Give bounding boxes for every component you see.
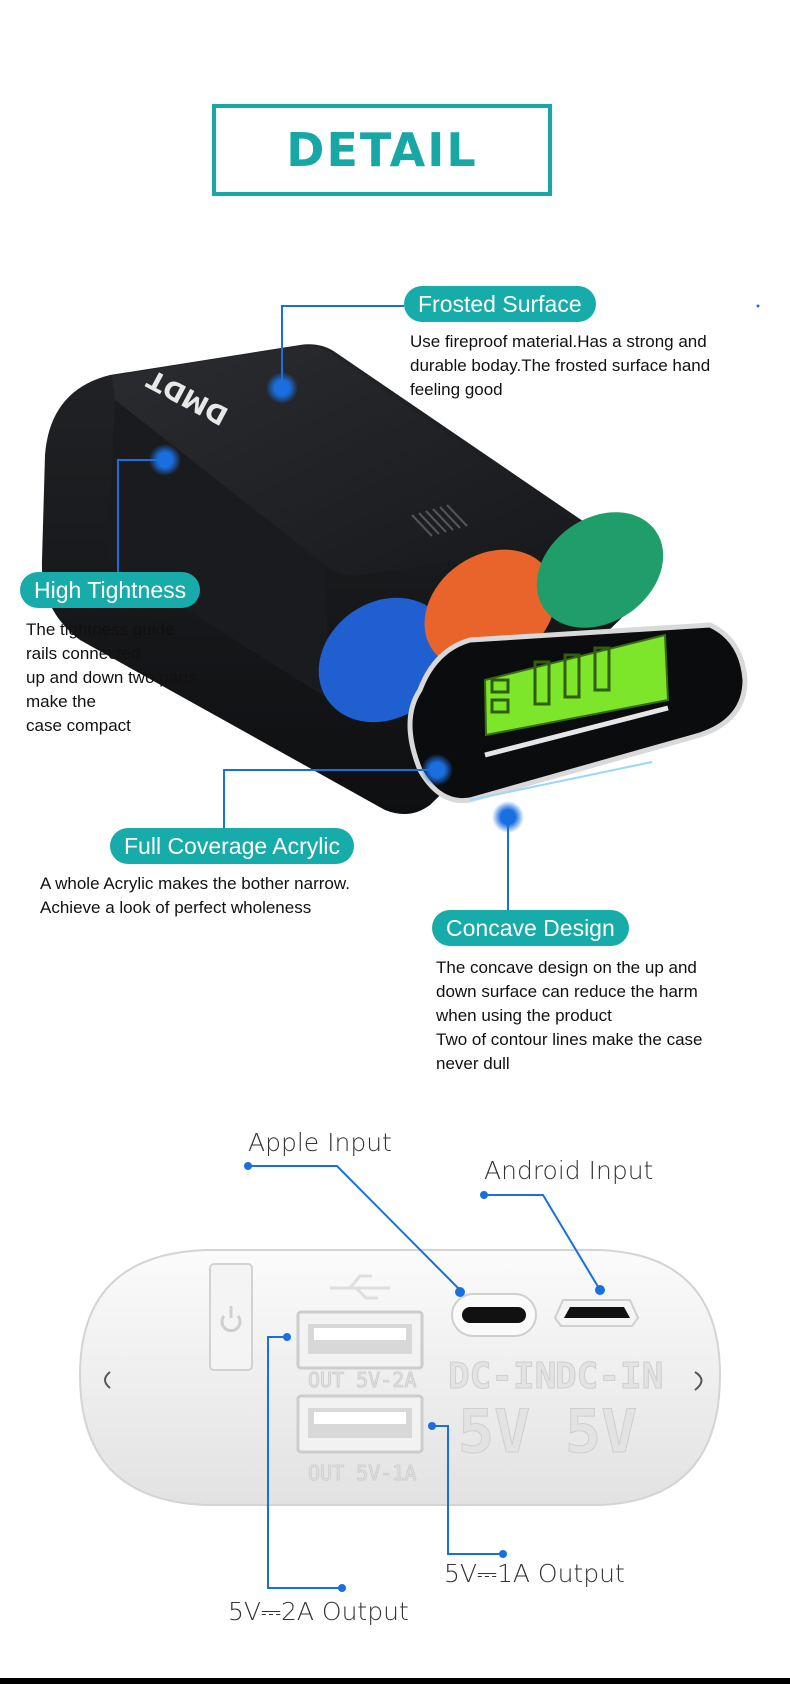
embossed-out-1a: OUT 5V-1A xyxy=(308,1461,416,1485)
battery-cell-green xyxy=(536,512,664,628)
frosted-surface-badge: Frosted Surface xyxy=(404,286,596,322)
description-line: Use fireproof material.Has a strong and xyxy=(410,332,707,351)
usb-symbol-icon xyxy=(330,1274,390,1300)
full-coverage-acrylic-badge: Full Coverage Acrylic xyxy=(110,828,355,864)
description-line: durable boday.The frosted surface hand xyxy=(410,356,711,375)
full-coverage-acrylic-description: A whole Acrylic makes the bother narrow.… xyxy=(40,872,350,920)
description-line: when using the product xyxy=(436,1006,612,1025)
embossed-5v-right: 5V xyxy=(565,1397,637,1467)
description-line: The concave design on the up and xyxy=(436,958,697,977)
detail-title-box: DETAIL xyxy=(212,104,552,196)
embossed-out-2a: OUT 5V-2A xyxy=(308,1368,416,1392)
high-tightness-description: The tightness guide rails connected up a… xyxy=(26,618,197,738)
description-line: The tightness guide xyxy=(26,620,175,639)
apple-input-label: Apple Input xyxy=(248,1128,392,1157)
embossed-dcin-left: DC-IN xyxy=(448,1356,556,1397)
description-line: Two of contour lines make the case xyxy=(436,1030,703,1049)
battery-case: DMDT xyxy=(41,344,748,814)
description-line: A whole Acrylic makes the bother narrow. xyxy=(40,874,350,893)
android-input-label: Android Input xyxy=(484,1156,654,1185)
high-tightness-badge: High Tightness xyxy=(20,572,201,608)
frosted-surface-description: Use fireproof material.Has a strong and … xyxy=(410,330,710,402)
description-line: down surface can reduce the harm xyxy=(436,982,698,1001)
port-callout-lines xyxy=(248,1165,601,1589)
bottom-divider xyxy=(0,1678,790,1684)
concave-design-badge: Concave Design xyxy=(432,910,629,946)
description-line: make the xyxy=(26,692,96,711)
description-line: feeling good xyxy=(410,380,503,399)
description-line: up and down two parts xyxy=(26,668,198,687)
embossed-labels: OUT 5V-2A OUT 5V-1A DC-IN DC-IN 5V 5V xyxy=(308,1356,664,1486)
ports-panel xyxy=(78,1249,722,1506)
callout-dots xyxy=(149,372,524,833)
callout-lines xyxy=(117,305,509,914)
output-2a-label: 5V⎓2A Output xyxy=(228,1597,409,1626)
port-callout-dots xyxy=(244,1162,605,1592)
description-line: rails connected xyxy=(26,644,141,663)
description-line: case compact xyxy=(26,716,131,735)
embossed-dcin-right: DC-IN xyxy=(555,1356,663,1397)
embossed-5v-left: 5V xyxy=(458,1397,530,1467)
output-1a-label: 5V⎓1A Output xyxy=(444,1559,625,1588)
concave-design-description: The concave design on the up and down su… xyxy=(436,956,702,1076)
page-title: DETAIL xyxy=(286,123,478,177)
description-line: never dull xyxy=(436,1054,510,1073)
description-line: Achieve a look of perfect wholeness xyxy=(40,898,312,917)
lcd-display xyxy=(483,633,670,737)
